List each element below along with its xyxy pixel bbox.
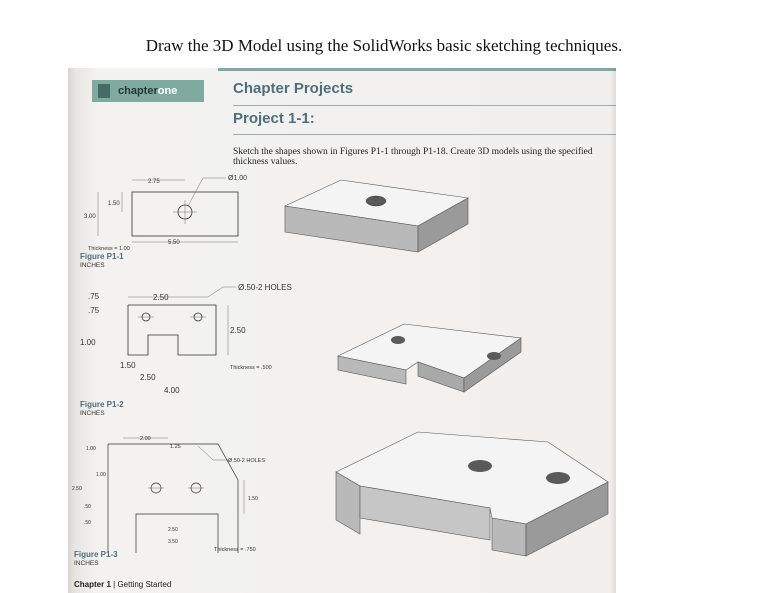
p1-2-dim-left-b: 1.00 xyxy=(80,338,96,347)
figure-p1-1-units: INCHES xyxy=(80,262,105,269)
p1-2-front-face xyxy=(337,355,407,385)
p1-3-dim-left-d: .50 xyxy=(84,504,91,510)
p1-2-dim-right: 2.50 xyxy=(230,326,246,335)
figure-p1-2-label: Figure P1-2 xyxy=(80,400,124,409)
footer-separator: | xyxy=(113,580,116,589)
textbook-page: chapterone Chapter Projects Project 1-1:… xyxy=(68,68,616,593)
p1-3-model-hole-left xyxy=(468,460,492,472)
page-footer: Chapter 1 | Getting Started xyxy=(74,580,171,589)
p1-1-thickness: Thickness = 1.00 xyxy=(88,246,130,252)
p1-3-dim-left-e: .50 xyxy=(84,520,91,526)
p1-2-dim-bottom-a: 1.50 xyxy=(120,361,136,370)
figure-p1-1-label: Figure P1-1 xyxy=(80,252,124,261)
p1-3-thickness: Thickness = .750 xyxy=(214,547,256,553)
figure-p1-2-sketch: .75 2.50 Ø.50-2 HOLES .75 1.00 2.50 1.50… xyxy=(80,283,292,395)
p1-2-side-face xyxy=(463,337,522,393)
model-p1-1 xyxy=(283,179,469,253)
p1-1-model-hole xyxy=(365,195,387,207)
footer-title: Getting Started xyxy=(117,580,172,589)
p1-3-dim-right: 1.50 xyxy=(248,496,258,502)
p1-2-model-hole-right xyxy=(487,352,501,360)
p1-2-dim-left-a: .75 xyxy=(88,306,100,315)
p1-2-model-hole-left xyxy=(391,336,405,344)
figure-p1-2-units: INCHES xyxy=(80,410,105,417)
model-p1-2 xyxy=(337,323,522,393)
p1-3-dim-top-b: 1.25 xyxy=(170,444,181,450)
p1-2-dim-top-left: .75 xyxy=(88,292,100,301)
p1-1-hole-callout: Ø1.00 xyxy=(228,175,247,182)
p1-3-dim-bottom-a: 2.50 xyxy=(168,527,178,533)
figure-p1-1-sketch: 2.75 1.50 3.00 5.50 Ø1.00 Thickness = 1.… xyxy=(84,175,247,252)
p1-3-dim-left-b: 1.00 xyxy=(96,472,106,478)
page-heading: Chapter Projects xyxy=(233,80,354,97)
top-accent-rule xyxy=(218,68,616,71)
chapter-tab-icon xyxy=(98,84,110,98)
project-title: Project 1-1: xyxy=(233,110,315,127)
model-p1-3 xyxy=(335,431,609,557)
figure-p1-3-sketch: 2.00 1.25 Ø.50-2 HOLES 1.00 1.00 2.50 .5… xyxy=(72,436,265,553)
p1-3-left-leg-front xyxy=(335,471,361,535)
p1-3-dim-bottom-b: 3.50 xyxy=(168,539,178,545)
heading-rule xyxy=(233,105,616,106)
figure-p1-3-label: Figure P1-3 xyxy=(74,550,118,559)
p1-2-thickness: Thickness = .500 xyxy=(230,365,272,371)
p1-3-inner-wall xyxy=(359,485,491,541)
p1-1-side-face xyxy=(417,197,469,253)
chapter-tab: chapterone xyxy=(92,80,204,102)
p1-3-side-face xyxy=(525,481,609,557)
chapter-tab-text: chapter xyxy=(118,85,158,97)
p1-3-dim-left-a: 1.00 xyxy=(86,446,96,452)
p1-3-right-leg-front xyxy=(491,517,527,557)
p1-3-holes-callout: Ø.50-2 HOLES xyxy=(228,458,265,464)
p1-2-dim-bottom-c: 4.00 xyxy=(164,386,180,395)
project-intro: Sketch the shapes shown in Figures P1-1 … xyxy=(233,147,593,167)
p1-2-outline xyxy=(127,304,217,356)
p1-2-dim-bottom-b: 2.50 xyxy=(140,373,156,382)
assignment-instruction: Draw the 3D Model using the SolidWorks b… xyxy=(145,36,623,55)
p1-2-holes-callout: Ø.50-2 HOLES xyxy=(238,283,292,292)
footer-chapter: Chapter 1 xyxy=(74,580,111,589)
p1-3-outline xyxy=(107,443,239,553)
chapter-tab-number: one xyxy=(157,85,178,97)
figure-p1-3-units: INCHES xyxy=(74,560,99,567)
p1-1-dim-bottom: 5.50 xyxy=(168,240,180,246)
p1-2-dim-top: 2.50 xyxy=(153,293,169,302)
p1-3-model-hole-right xyxy=(546,472,570,484)
p1-1-dim-top: 2.75 xyxy=(148,179,160,185)
p1-1-dim-left-outer: 3.00 xyxy=(84,214,96,220)
p1-3-dim-left-c: 2.50 xyxy=(72,486,82,492)
p1-1-dim-left-inner: 1.50 xyxy=(108,201,120,207)
project-rule xyxy=(233,134,616,135)
p1-1-outline xyxy=(131,191,239,237)
p1-3-dim-top: 2.00 xyxy=(140,436,151,442)
